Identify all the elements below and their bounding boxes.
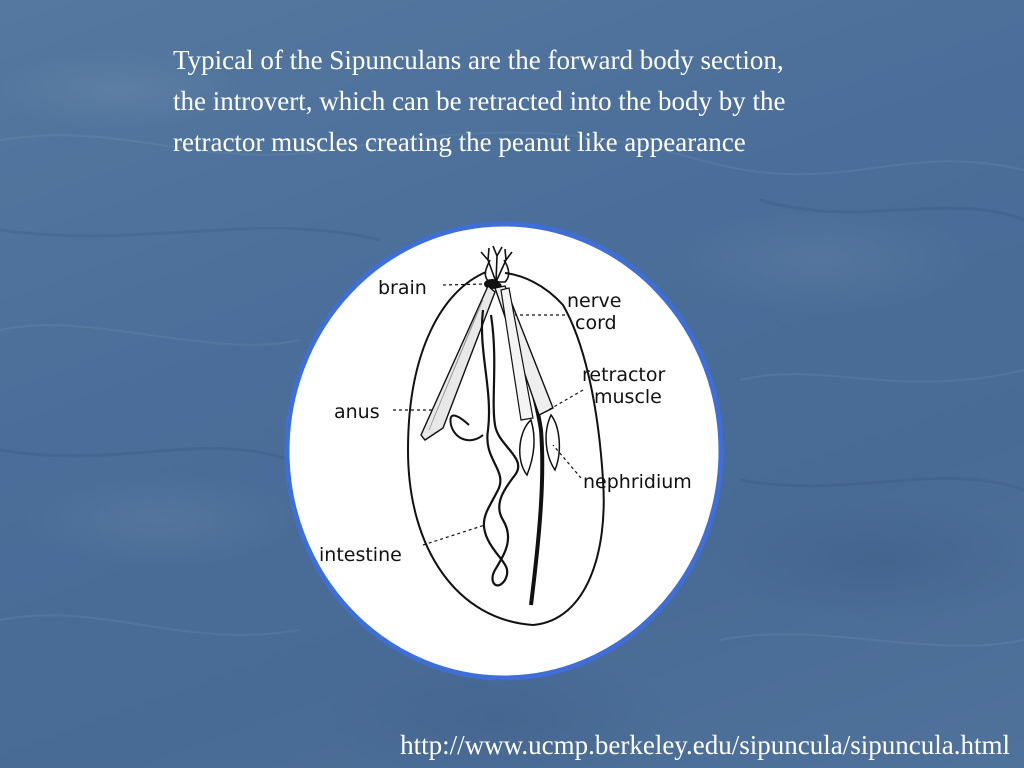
intestine-leader: [422, 524, 486, 546]
label-intestine: intestine: [319, 544, 402, 566]
tentacles: [480, 245, 513, 283]
caption-line-2: the introvert, which can be retracted in…: [173, 86, 786, 116]
label-nephridium: nephridium: [583, 471, 692, 493]
label-retractor: retractor: [582, 364, 666, 386]
left-retractor-muscle: [420, 284, 496, 441]
sipunculan-anatomy-diagram: brain nerve cord retractor muscle anus n…: [284, 221, 724, 681]
label-muscle: muscle: [594, 386, 662, 408]
brain-leader: [442, 283, 486, 286]
nephridium-right: [545, 413, 561, 472]
label-nerve: nerve: [567, 290, 621, 312]
label-cord: cord: [575, 312, 617, 334]
label-anus: anus: [334, 401, 380, 423]
label-brain: brain: [378, 277, 427, 299]
caption-line-3: retractor muscles creating the peanut li…: [173, 127, 746, 157]
retractor-leader: [544, 389, 584, 413]
caption-line-1: Typical of the Sipunculans are the forwa…: [173, 45, 784, 75]
source-url-link[interactable]: http://www.ucmp.berkeley.edu/sipuncula/s…: [400, 730, 1010, 760]
body-outline: [406, 271, 605, 627]
nephridium-leader: [552, 444, 582, 479]
nephridium-left: [519, 418, 535, 477]
intestine: [480, 309, 520, 587]
diagram-disc: [284, 221, 724, 681]
slide-caption: Typical of the Sipunculans are the forwa…: [173, 40, 973, 163]
